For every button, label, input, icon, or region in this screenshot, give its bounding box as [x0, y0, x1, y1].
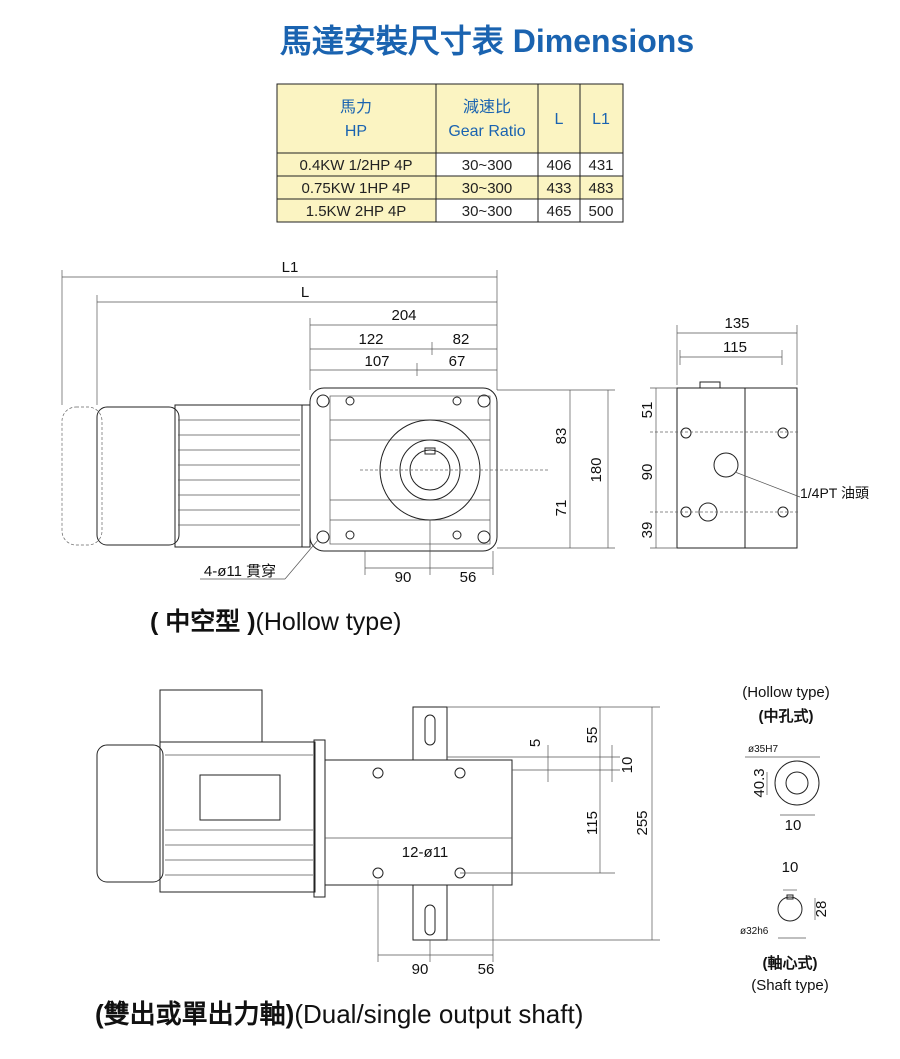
hollow-type-side-view: 135 115 51 90 39 1/4PT 油頭 [639, 315, 869, 549]
dim-56-shaft: 56 [478, 961, 495, 978]
cell-hp: 1.5KW 2HP 4P [306, 203, 407, 220]
dimensions-table: 馬力 HP 減速比 Gear Ratio L L1 0.4KW 1/2HP 4P… [276, 83, 624, 223]
hole-note: 4-ø11 貫穿 [204, 563, 276, 580]
dim-255: 255 [634, 810, 651, 835]
shaft-detail-cn: (軸心式) [763, 954, 818, 972]
hollow-caption: ( 中空型 )(Hollow type) [150, 607, 401, 636]
bore-shaft-details: (Hollow type) (中孔式) ø35H7 40.3 10 10 28 … [740, 684, 830, 994]
shaft-type-view: 12-ø11 5 55 10 115 255 90 56 [96, 689, 660, 978]
cell-l1: 500 [588, 203, 613, 220]
hollow-caption-en: (Hollow type) [256, 608, 402, 636]
cell-hp: 0.75KW 1HP 4P [302, 180, 411, 197]
table-row: 0.4KW 1/2HP 4P 30~300 406 431 [299, 157, 613, 174]
dim-90-side: 90 [639, 464, 656, 481]
header-hp-cn: 馬力 [340, 98, 372, 116]
shaft-detail-en: (Shaft type) [751, 977, 829, 994]
hollow-type-front-view: L1 L 204 122 82 107 67 [61, 259, 615, 586]
shaft-caption-en: (Dual/single output shaft) [294, 999, 583, 1029]
dim-115: 115 [723, 339, 747, 356]
hollow-key-height: 40.3 [751, 768, 768, 797]
shaft-key-width: 10 [782, 859, 799, 876]
shaft-caption-cn: (雙出或單出力軸) [95, 999, 294, 1029]
dim-82: 82 [453, 331, 470, 348]
oil-plug-note: 1/4PT 油頭 [800, 485, 869, 501]
dim-l: L [301, 284, 309, 301]
cell-ratio: 30~300 [462, 180, 512, 197]
dim-56: 56 [460, 569, 477, 586]
header-l: L [555, 111, 564, 128]
header-hp-en: HP [345, 123, 367, 140]
dim-107: 107 [364, 353, 389, 370]
table-row: 1.5KW 2HP 4P 30~300 465 500 [306, 203, 614, 220]
shaft-caption: (雙出或單出力軸)(Dual/single output shaft) [95, 999, 583, 1029]
cell-l: 406 [546, 157, 571, 174]
cell-l1: 431 [588, 157, 613, 174]
dim-180: 180 [588, 457, 605, 482]
shaft-hole-note: 12-ø11 [402, 844, 448, 861]
cell-ratio: 30~300 [462, 203, 512, 220]
shaft-diameter: ø32h6 [740, 926, 769, 937]
dim-90-shaft: 90 [412, 961, 429, 978]
dim-204: 204 [391, 307, 416, 324]
dim-122: 122 [358, 331, 383, 348]
header-l1: L1 [592, 111, 610, 128]
cell-l: 465 [546, 203, 571, 220]
shaft-key-height: 28 [813, 901, 830, 918]
cell-l: 433 [546, 180, 571, 197]
header-ratio-cn: 減速比 [463, 98, 511, 116]
dim-115-shaft: 115 [584, 811, 601, 835]
dim-71: 71 [553, 500, 570, 517]
dim-135: 135 [724, 315, 749, 332]
hollow-detail-cn: (中孔式) [759, 707, 814, 725]
dim-83: 83 [553, 428, 570, 445]
dim-51: 51 [639, 402, 656, 419]
header-ratio-en: Gear Ratio [448, 123, 525, 140]
cell-l1: 483 [588, 180, 613, 197]
page-title: 馬達安裝尺寸表 Dimensions [280, 23, 694, 59]
cell-ratio: 30~300 [462, 157, 512, 174]
dim-39: 39 [639, 522, 656, 539]
hollow-caption-cn: ( 中空型 ) [150, 607, 256, 636]
hollow-diameter: ø35H7 [748, 744, 778, 755]
dim-l1: L1 [282, 259, 299, 276]
dim-90: 90 [395, 569, 412, 586]
dim-10: 10 [619, 757, 636, 774]
cell-hp: 0.4KW 1/2HP 4P [299, 157, 412, 174]
hollow-key-width: 10 [785, 817, 802, 834]
dim-55: 55 [584, 727, 601, 744]
table-row: 0.75KW 1HP 4P 30~300 433 483 [302, 180, 614, 197]
dim-67: 67 [449, 353, 466, 370]
hollow-detail-en: (Hollow type) [742, 684, 830, 701]
dim-5: 5 [527, 739, 544, 747]
